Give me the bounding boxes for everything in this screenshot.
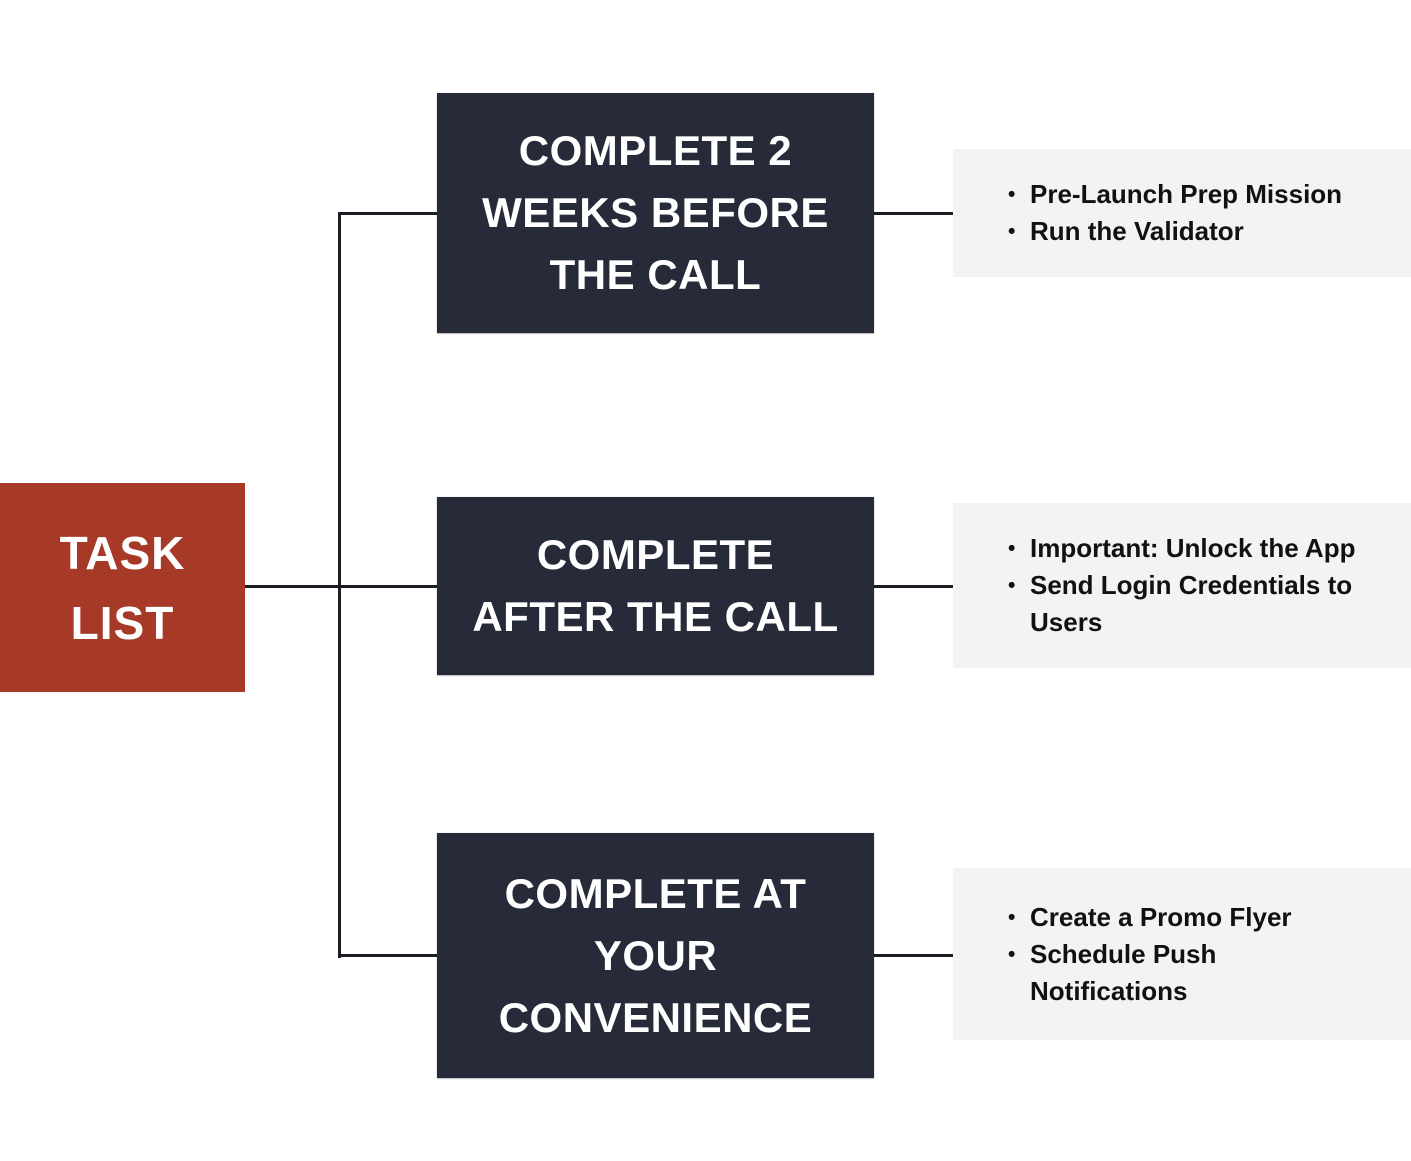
task-panel-at-your-convenience: Create a Promo Flyer Schedule Push Notif… (953, 868, 1411, 1040)
connector-branch-bottom (338, 954, 438, 957)
connector-stage3-to-tasks (873, 954, 954, 957)
task-panel-before-the-call: Pre-Launch Prep Mission Run the Validato… (953, 149, 1411, 277)
root-node-label: TASK LIST (59, 526, 186, 649)
task-list: Create a Promo Flyer Schedule Push Notif… (953, 899, 1411, 1010)
connector-stage1-to-tasks (873, 212, 954, 215)
task-panel-after-the-call: Important: Unlock the App Send Login Cre… (953, 503, 1411, 668)
stage-node-at-your-convenience: COMPLETE AT YOUR CONVENIENCE (437, 833, 874, 1078)
stage-node-after-the-call: COMPLETE AFTER THE CALL (437, 497, 874, 675)
connector-root-to-middle (245, 585, 438, 588)
task-item: Schedule Push Notifications (1008, 936, 1401, 1010)
connector-branch-top (338, 212, 438, 215)
task-item: Pre-Launch Prep Mission (1008, 176, 1401, 213)
stage-node-heading: COMPLETE 2 WEEKS BEFORE THE CALL (482, 127, 829, 298)
task-item: Send Login Credentials to Users (1008, 567, 1401, 641)
stage-node-before-the-call: COMPLETE 2 WEEKS BEFORE THE CALL (437, 93, 874, 333)
task-list: Important: Unlock the App Send Login Cre… (953, 530, 1411, 641)
connector-stage2-to-tasks (873, 585, 954, 588)
root-node-task-list: TASK LIST (0, 483, 245, 692)
task-item: Run the Validator (1008, 213, 1401, 250)
task-item: Create a Promo Flyer (1008, 899, 1401, 936)
task-item: Important: Unlock the App (1008, 530, 1401, 567)
task-list: Pre-Launch Prep Mission Run the Validato… (953, 176, 1411, 250)
stage-node-heading: COMPLETE AFTER THE CALL (472, 531, 839, 640)
stage-node-heading: COMPLETE AT YOUR CONVENIENCE (498, 869, 813, 1041)
